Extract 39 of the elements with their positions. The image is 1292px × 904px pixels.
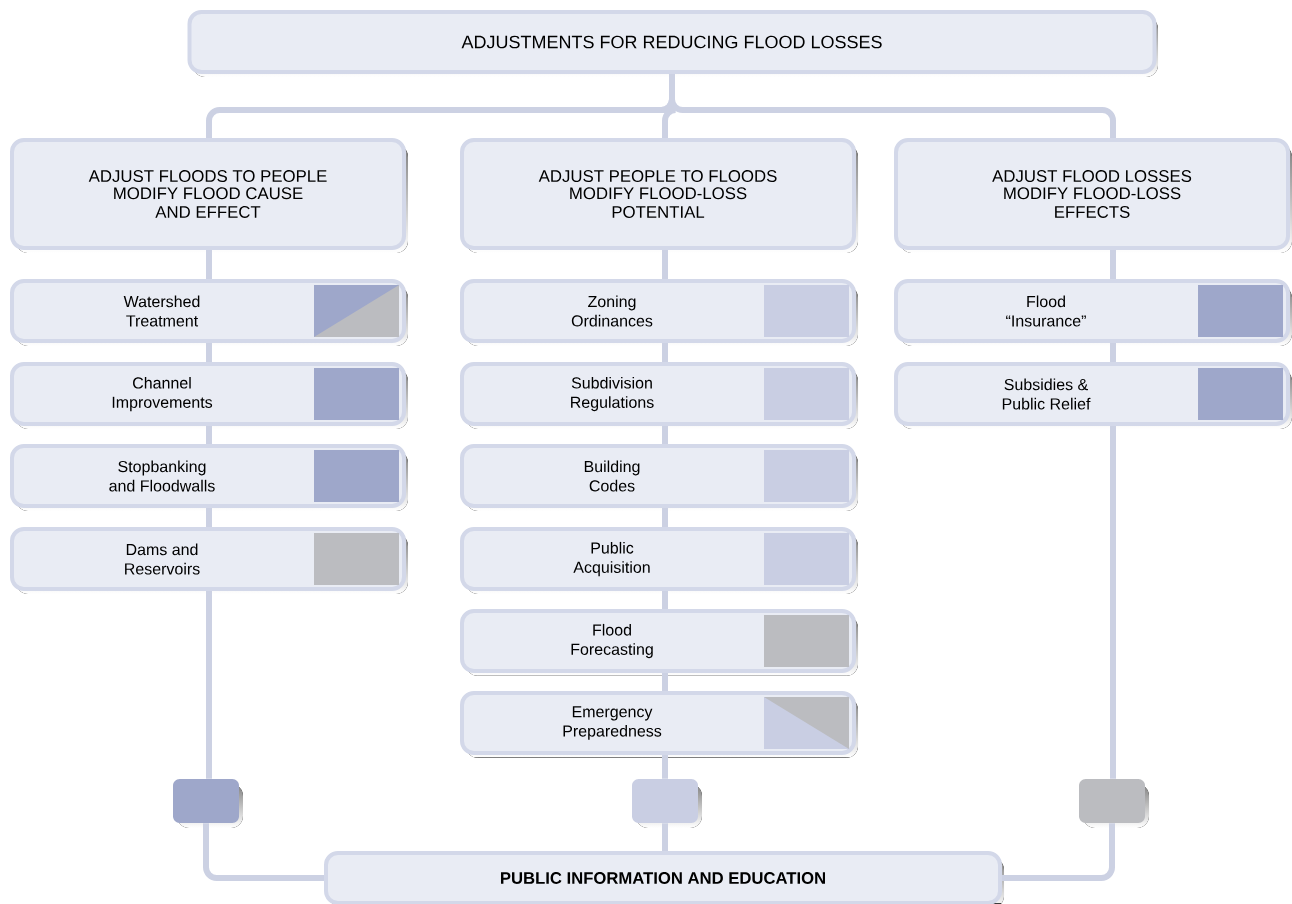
category-box: ADJUST PEOPLE TO FLOODS MODIFY FLOOD-LOSS POTENTIAL [460,138,858,253]
connector-line [1110,343,1116,362]
connector-line [1110,426,1116,779]
category-box: ADJUST FLOOD LOSSES MODIFY FLOOD-LOSS EFFECTS [894,138,1292,253]
connector-line [206,508,212,527]
colour-block [632,779,702,828]
measure-box: Stopbanking and Floodwalls [10,444,408,511]
connector-line [662,755,668,779]
banner-box: PUBLIC INFORMATION AND EDUCATION [324,851,1004,904]
connector-line [662,591,668,609]
connector-line [206,343,212,362]
connector-line [1002,823,1115,881]
connector-line [662,426,668,444]
measure-box: Subdivision Regulations [460,362,858,429]
colour-block [1079,779,1149,828]
measure-box: Dams and Reservoirs [10,527,408,594]
measure-box: Public Acquisition [460,527,858,594]
measure-box: Subsidies & Public Relief [894,362,1292,429]
connector-line [203,823,324,881]
connector-line [669,74,1116,138]
colour-block [173,779,243,828]
measure-box: Channel Improvements [10,362,408,429]
connector-line [206,426,212,444]
category-box: ADJUST FLOODS TO PEOPLE MODIFY FLOOD CAUSE AND EFFECT [10,138,408,253]
measure-box: Building Codes [460,444,858,511]
connector-line [1110,250,1116,279]
measure-box: Zoning Ordinances [460,279,858,346]
measure-box: Flood “Insurance” [894,279,1292,346]
connector-line [662,673,668,691]
title-box: ADJUSTMENTS FOR REDUCING FLOOD LOSSES [187,10,1158,77]
connector-line [662,343,668,362]
connector-line [662,508,668,527]
connector-line [662,823,668,851]
connector-line [662,250,668,279]
measure-box: Watershed Treatment [10,279,408,346]
measure-box: Flood Forecasting [460,609,858,676]
measure-box: Emergency Preparedness [460,691,858,758]
connector-line [206,250,212,279]
connector-line [206,591,212,779]
